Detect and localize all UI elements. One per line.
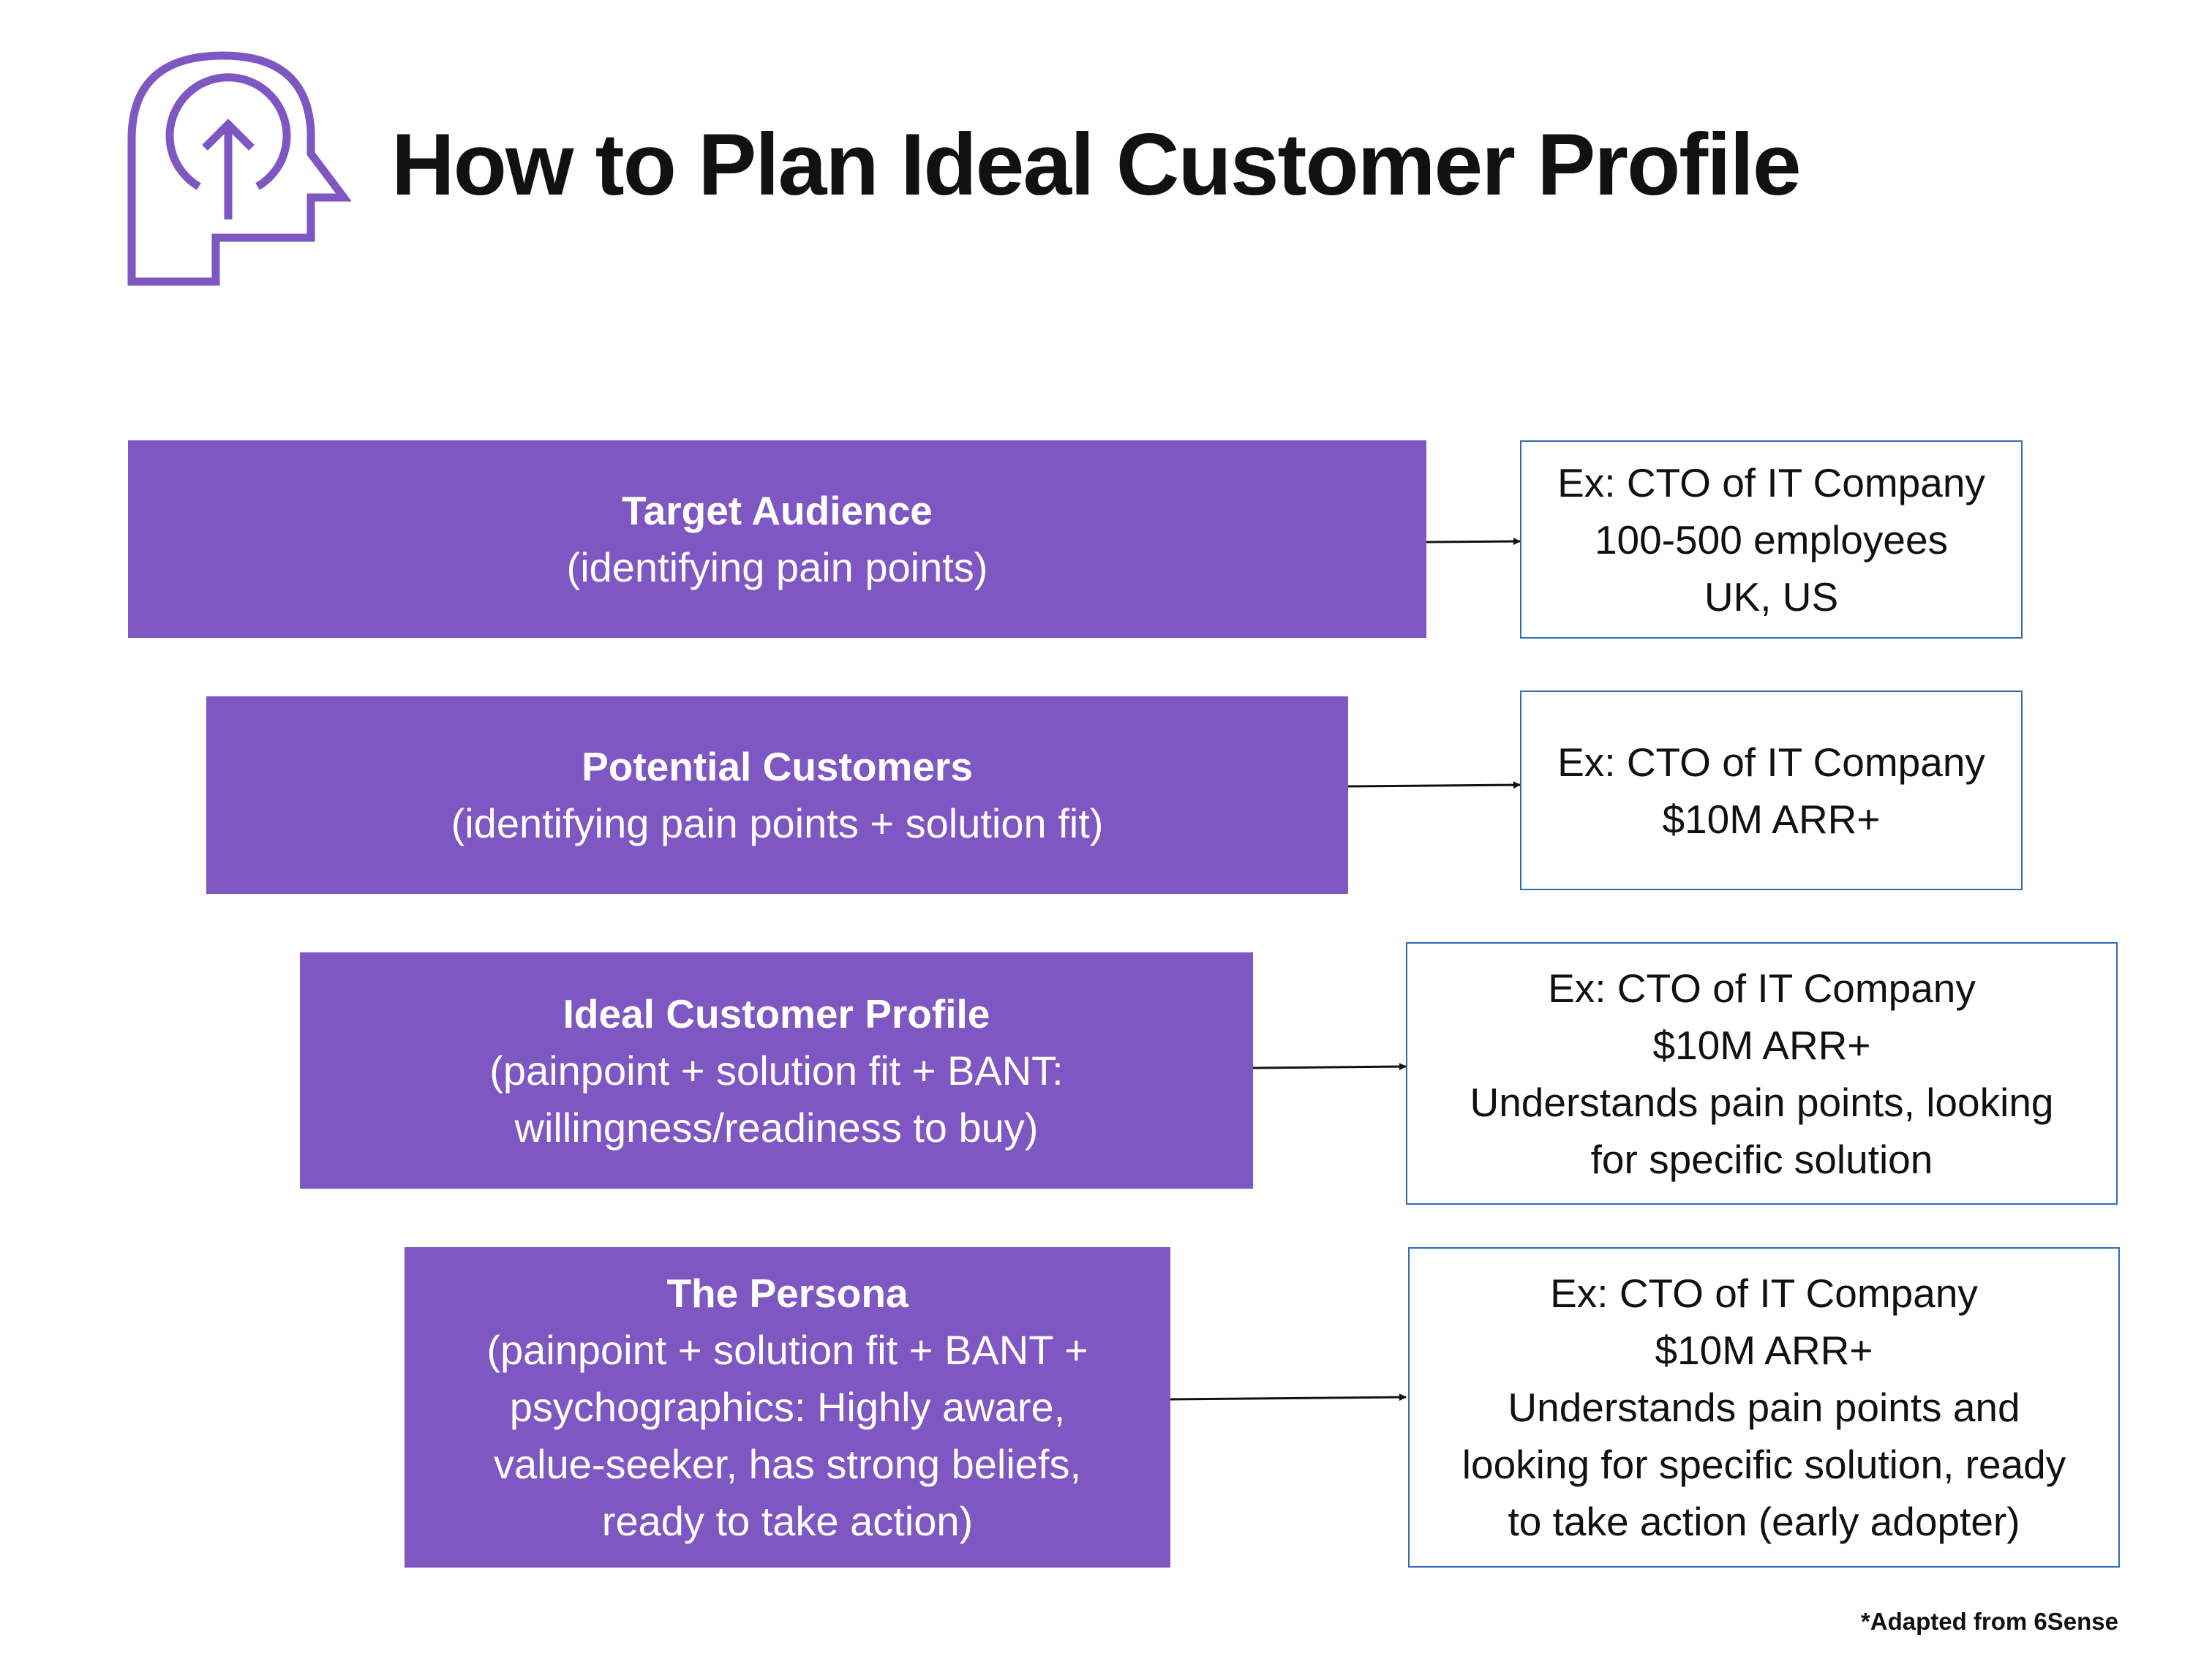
example-ideal-customer-profile: Ex: CTO of IT Company $10M ARR+ Understa… [1406,942,2118,1205]
arrow-1 [1426,538,1521,546]
page-title: How to Plan Ideal Customer Profile [391,116,1802,214]
stage-description: (identifying pain points) [566,544,988,590]
example-text: Ex: CTO of IT Company $10M ARR+ Understa… [1470,965,2054,1182]
example-potential-customers: Ex: CTO of IT Company $10M ARR+ [1520,691,2023,890]
example-text: Ex: CTO of IT Company $10M ARR+ Understa… [1462,1271,2066,1544]
stage-description: (painpoint + solution fit + BANT: willin… [489,1047,1064,1151]
example-text: Ex: CTO of IT Company 100-500 employees … [1557,459,1985,620]
stage-title: Potential Customers [582,744,973,789]
arrow-2 [1347,781,1521,789]
stage-title: Ideal Customer Profile [563,990,990,1037]
stage-potential-customers: Potential Customers (identifying pain po… [206,696,1348,894]
stage-ideal-customer-profile: Ideal Customer Profile (painpoint + solu… [300,952,1253,1189]
example-the-persona: Ex: CTO of IT Company $10M ARR+ Understa… [1408,1247,2120,1568]
head-upload-icon [127,51,351,286]
stage-title: The Persona [666,1271,908,1316]
stage-target-audience: Target Audience (identifying pain points… [128,440,1426,638]
footnote: *Adapted from 6Sense [1860,1608,2118,1635]
arrow-4 [1170,1393,1407,1402]
stage-description: (identifying pain points + solution fit) [451,800,1104,846]
stage-the-persona: The Persona (painpoint + solution fit + … [405,1247,1170,1568]
stage-title: Target Audience [622,488,933,533]
example-text: Ex: CTO of IT Company $10M ARR+ [1557,739,1985,842]
example-target-audience: Ex: CTO of IT Company 100-500 employees … [1520,440,2023,639]
arrow-3 [1252,1063,1407,1071]
stage-description: (painpoint + solution fit + BANT + psych… [486,1327,1088,1544]
